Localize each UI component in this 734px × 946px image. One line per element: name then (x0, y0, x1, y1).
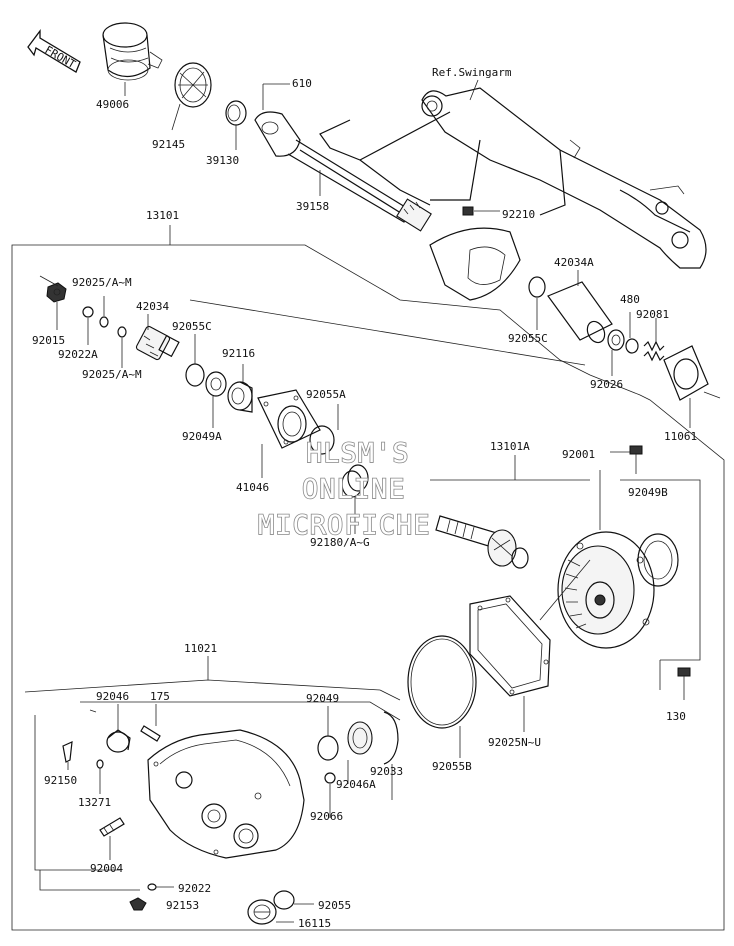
drive-shaft-39158 (254, 111, 432, 232)
label-13101: 13101 (146, 209, 179, 222)
label-92055A: 92055A (306, 388, 346, 401)
pinion-gear-42034 (135, 325, 180, 361)
label-16115: 16115 (298, 917, 331, 930)
boot-49006 (102, 22, 163, 81)
label-41046: 41046 (236, 481, 269, 494)
ring-gear (557, 531, 655, 649)
bolt-92001 (610, 445, 643, 474)
cap-16115 (247, 899, 277, 925)
watermark: HLSM'S ONLINE MICROFICHE (257, 437, 431, 542)
swingarm-reference (319, 87, 707, 301)
band-92145 (174, 62, 212, 108)
pin-92066 (324, 772, 336, 784)
sleeve-42034A (547, 281, 613, 344)
label-92055B: 92055B (432, 760, 472, 773)
label-610: 610 (292, 77, 312, 90)
label-92150: 92150 (44, 774, 77, 787)
oring-92055C-left (185, 363, 205, 387)
oring-92055B (407, 635, 477, 729)
label-175: 175 (150, 690, 170, 703)
label-480: 480 (620, 293, 640, 306)
label-13271: 13271 (78, 796, 111, 809)
label-92116: 92116 (222, 347, 255, 360)
label-92015: 92015 (32, 334, 65, 347)
label-92055: 92055 (318, 899, 351, 912)
clips-92025 (99, 316, 127, 338)
label-92153: 92153 (166, 899, 199, 912)
label-92055C-left: 92055C (172, 320, 212, 333)
watermark-line-2: ONLINE (302, 474, 406, 505)
label-92046A: 92046A (336, 778, 376, 791)
front-label: FRONT (43, 43, 79, 71)
watermark-line-3: MICROFICHE (258, 510, 431, 541)
front-direction-arrow: FRONT (27, 29, 81, 73)
label-92145: 92145 (152, 138, 185, 151)
label-39158: 39158 (296, 200, 329, 213)
bolt-92004 (99, 817, 125, 837)
label-42034: 42034 (136, 300, 169, 313)
label-42034A: 42034A (554, 256, 594, 269)
gasket (469, 595, 551, 697)
label-92025AM-bottom: 92025/A~M (82, 368, 142, 381)
bolt-92210 (462, 206, 500, 216)
spring-92081 (643, 340, 665, 362)
bearing-92049A (205, 371, 227, 397)
label-92081: 92081 (636, 308, 669, 321)
part-labels: 49006 92145 39130 610 39158 Ref.Swingarm… (32, 66, 697, 930)
label-49006: 49006 (96, 98, 129, 111)
stud-175 (140, 725, 161, 742)
label-92033: 92033 (370, 765, 403, 778)
label-92049A: 92049A (182, 430, 222, 443)
nut-92015 (46, 282, 67, 303)
rear-cover-case (147, 729, 305, 859)
label-92025NU: 92025N~U (488, 736, 541, 749)
label-92049: 92049 (306, 692, 339, 705)
ring-480 (625, 338, 639, 354)
oring-92055A (309, 425, 335, 455)
oring-92055C-right (528, 276, 546, 298)
label-92210: 92210 (502, 208, 535, 221)
bolt-130 (677, 667, 691, 700)
label-39130: 39130 (206, 154, 239, 167)
bearing-92116 (227, 381, 253, 413)
washer-92022A (82, 306, 94, 318)
oring-92055 (273, 890, 295, 910)
watermark-line-1: HLSM'S (306, 438, 410, 469)
label-92066: 92066 (310, 810, 343, 823)
label-92004: 92004 (90, 862, 123, 875)
label-92180AG: 92180/A~G (310, 536, 370, 549)
bearing-92046A (347, 721, 373, 755)
label-130: 130 (666, 710, 686, 723)
label-11021: 11021 (184, 642, 217, 655)
circlip-92033 (383, 711, 399, 765)
ring-39130 (225, 100, 247, 126)
label-92055C-right: 92055C (508, 332, 548, 345)
bearing-92046 (106, 729, 131, 753)
label-92025AM-top: 92025/A~M (72, 276, 132, 289)
label-ref-swingarm: Ref.Swingarm (432, 66, 512, 79)
label-13101A: 13101A (490, 440, 530, 453)
washer-92022 (147, 883, 157, 891)
label-92022: 92022 (178, 882, 211, 895)
label-92046: 92046 (96, 690, 129, 703)
bolt-92150 (62, 741, 73, 763)
shims-92180 (341, 464, 369, 498)
housing-41046 (257, 389, 321, 449)
label-11061: 11061 (664, 430, 697, 443)
label-92022A: 92022A (58, 348, 98, 361)
seal-92026 (607, 329, 625, 351)
label-92026: 92026 (590, 378, 623, 391)
pinion-shaft-13101A (435, 515, 529, 569)
washer-13271 (96, 759, 104, 769)
bolt-92153 (129, 897, 147, 911)
seal-92049B (637, 533, 679, 587)
bearing-92049 (317, 735, 339, 761)
damper-11061 (663, 345, 709, 401)
label-92001: 92001 (562, 448, 595, 461)
label-92049B: 92049B (628, 486, 668, 499)
